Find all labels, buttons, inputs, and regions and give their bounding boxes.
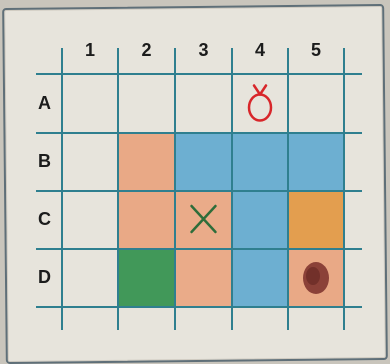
- shaded-cell-B5: [289, 134, 343, 190]
- shaded-cell-C4: [233, 192, 287, 248]
- brown-blob-icon: [303, 262, 329, 294]
- column-label: 4: [255, 40, 265, 61]
- column-label: 3: [199, 40, 209, 61]
- row-label: A: [38, 93, 51, 114]
- row-label: C: [38, 209, 51, 230]
- column-label: 2: [142, 40, 152, 61]
- column-label: 1: [85, 40, 95, 61]
- row-label: B: [38, 151, 51, 172]
- row-label: D: [38, 267, 51, 288]
- shaded-cell-B4: [233, 134, 287, 190]
- shaded-cell-C5: [289, 192, 343, 248]
- shaded-cell-D3: [176, 250, 231, 306]
- shaded-cell-D4: [233, 250, 287, 306]
- shaded-cell-D2: [119, 250, 174, 306]
- column-label: 5: [311, 40, 321, 61]
- shaded-cell-B2: [119, 134, 174, 190]
- shaded-cell-C2: [119, 192, 174, 248]
- apple-icon: [249, 86, 271, 121]
- shaded-cell-B3: [176, 134, 231, 190]
